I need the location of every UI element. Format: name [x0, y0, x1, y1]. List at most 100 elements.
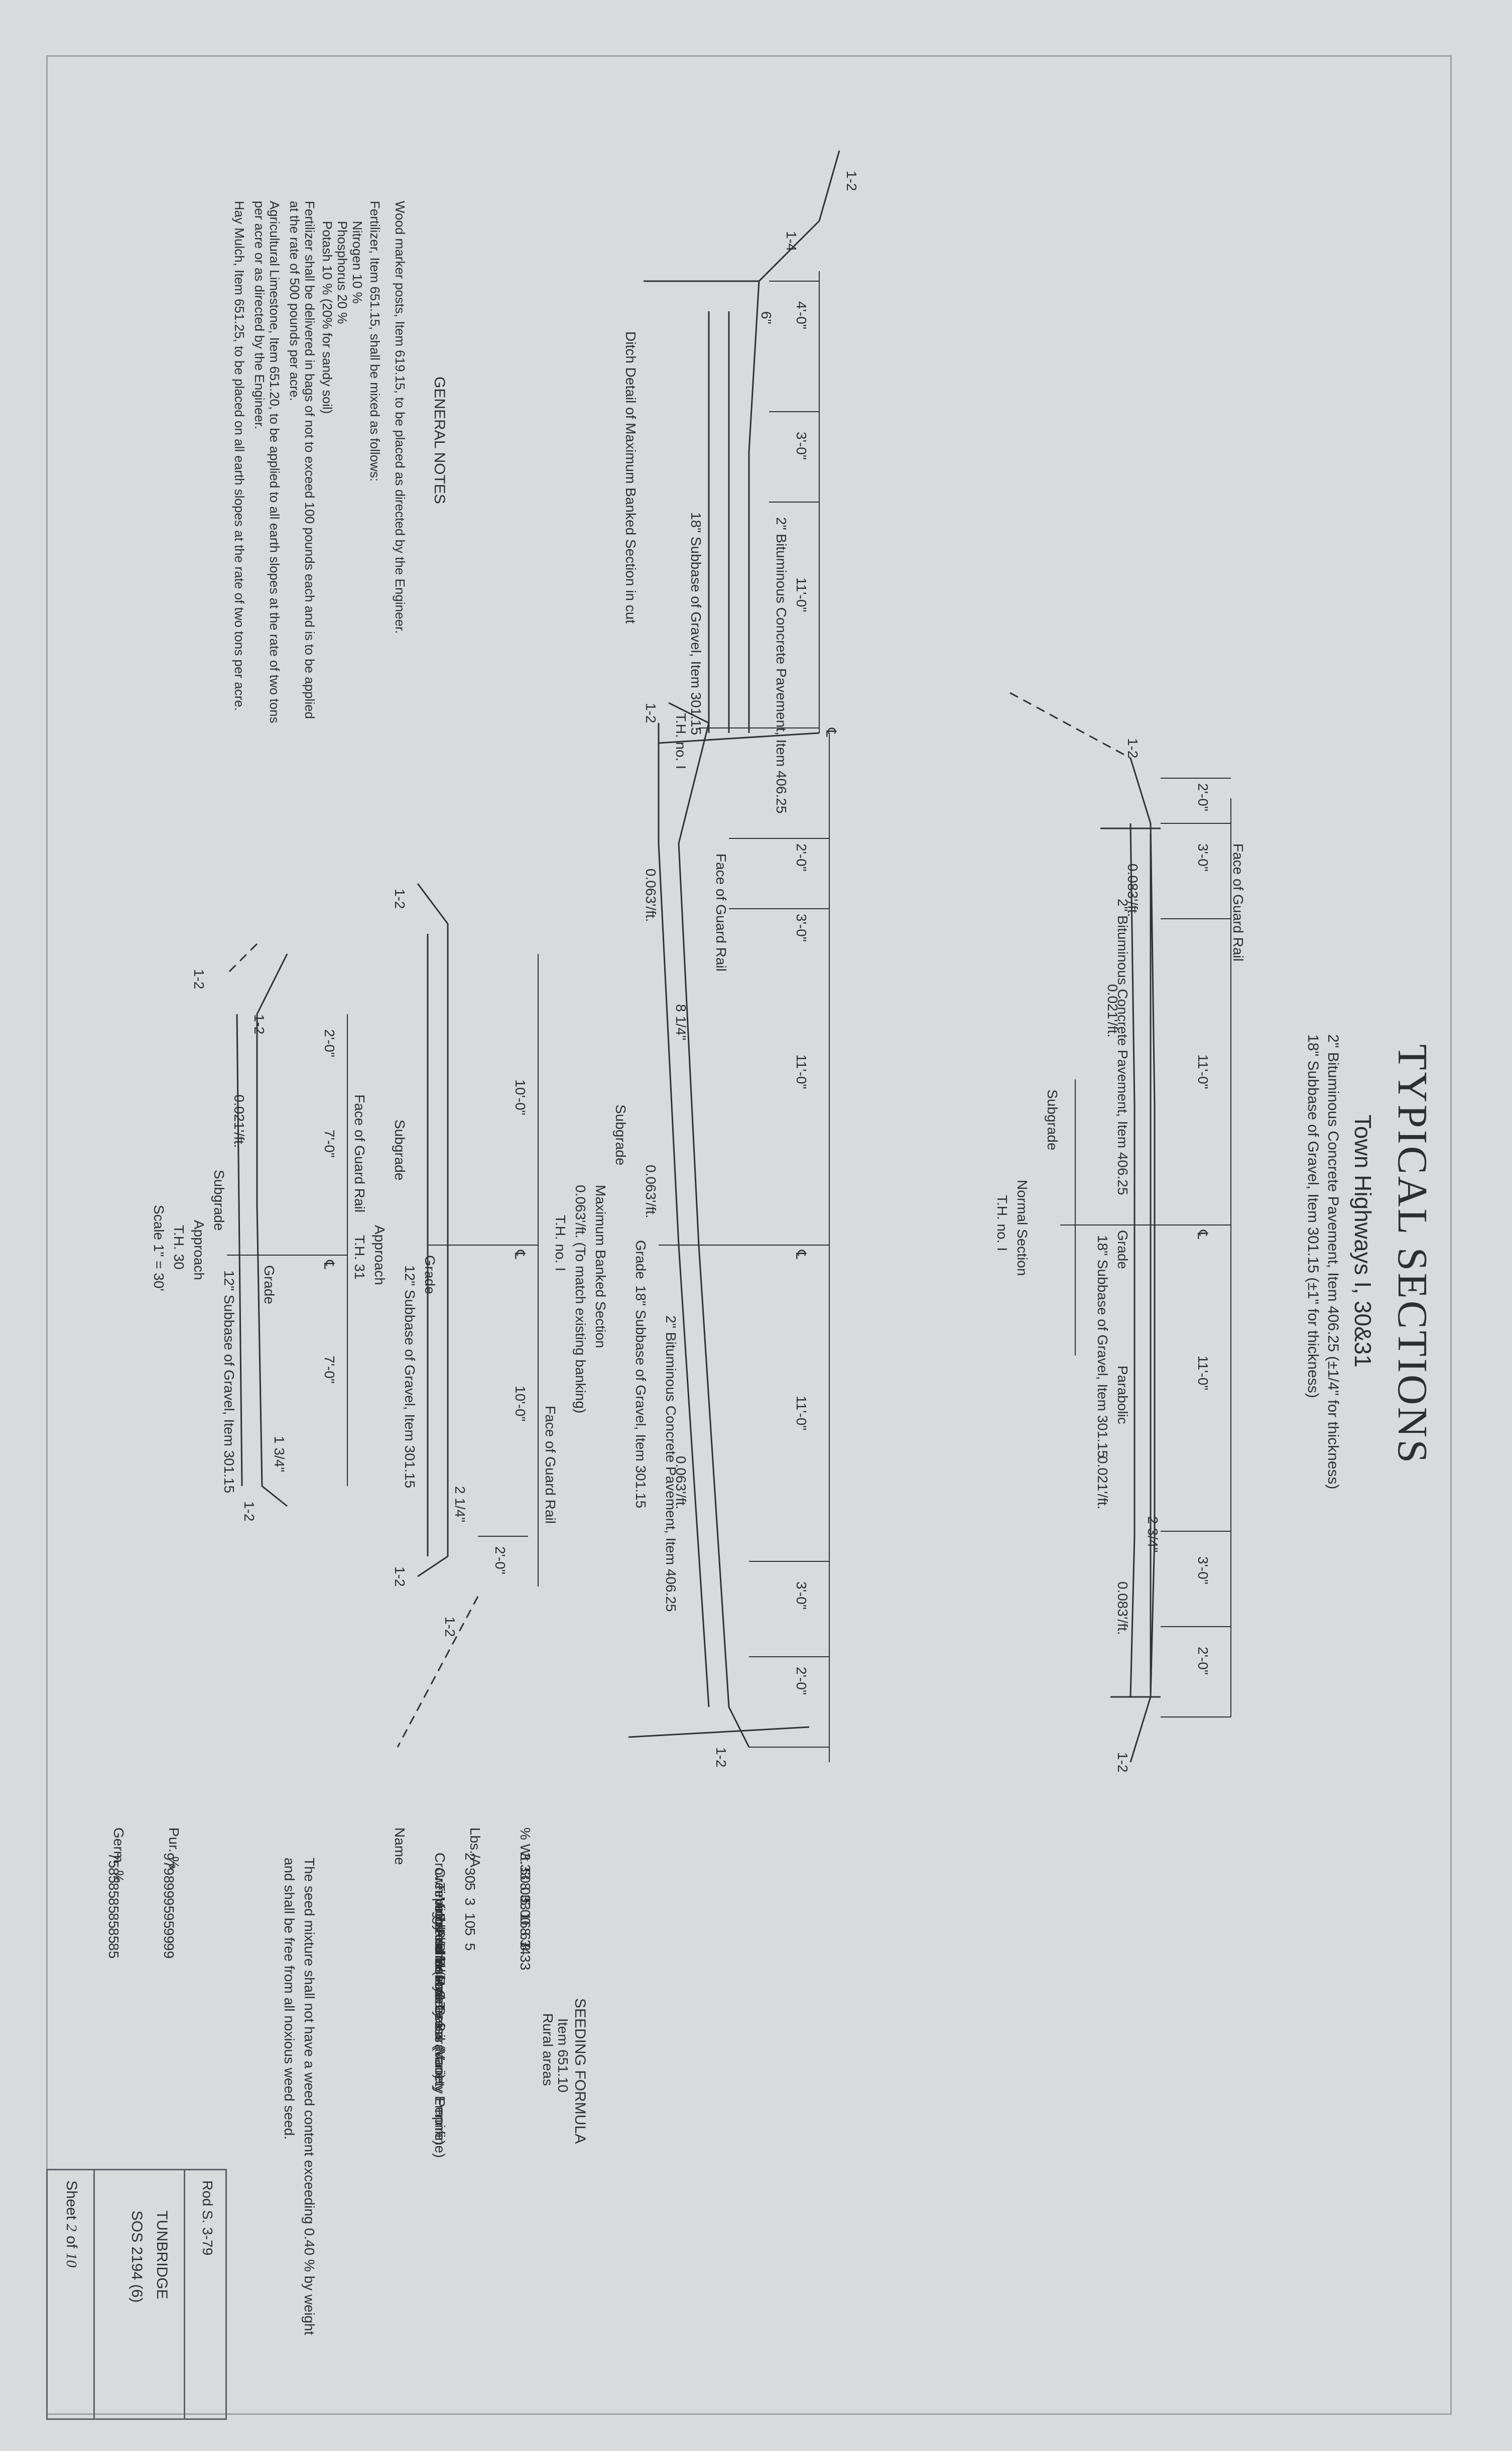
normal-subbase: 18" Subbase of Gravel, Item 301.15: [1095, 1235, 1110, 1458]
note-line: per acre or as directed by the Engineer.: [252, 201, 267, 430]
sheet-total: 10: [63, 2252, 80, 2268]
normal-depth: 2 3/4": [1145, 1516, 1161, 1553]
normal-centerline: ℄: [1195, 1230, 1210, 1239]
sheet-of: of: [63, 2236, 80, 2249]
approach31-label: Approach: [372, 1225, 388, 1285]
sheet-no: 2: [63, 2224, 80, 2232]
approach30-rate: 0.021'/ft.: [231, 1094, 247, 1148]
sheet-number: Sheet 2 of 10: [63, 2180, 80, 2267]
approach31-th: T.H. 31: [352, 1235, 367, 1280]
approach31-dim-1: 10'-0": [513, 1079, 528, 1116]
normal-slope-left: 1-2: [1125, 738, 1141, 759]
approach30-centerline: ℄: [321, 1260, 337, 1269]
normal-rate-2: 0.021'/ft.: [1105, 984, 1120, 1038]
town-name: TUNBRIDGE: [154, 2211, 170, 2299]
seed-pur: 99: [161, 1943, 177, 1959]
seeding-note-2: and shall be free from all noxious weed …: [282, 1858, 297, 2140]
seeding-item: Item 651.10: [555, 2018, 571, 2093]
normal-parabolic: Parabolic: [1115, 1366, 1130, 1424]
title-block-divider: [93, 2170, 95, 2418]
note-line: Hay Mulch, Item 651.25, to be placed on …: [232, 201, 247, 711]
note-line: Agricultural Limestone, Item 651.20, to …: [267, 201, 282, 723]
seed-pur: 99: [161, 1928, 177, 1944]
banked-slope-left: 1-2: [643, 703, 659, 723]
seed-name: Birdsfoot Trefoil (Variety Empire): [432, 1943, 448, 2145]
ditch-label: Ditch Detail of Maximum Banked Section i…: [623, 331, 639, 624]
normal-rate-1: 0.083'/ft.: [1125, 864, 1141, 917]
normal-grade: Grade: [1115, 1230, 1130, 1269]
seed-lbs: 30: [462, 1868, 478, 1884]
seed-pur: 95: [161, 1898, 177, 1914]
ditch-subbase: 18" Subbase of Gravel, Item 301.15: [688, 512, 704, 736]
seeding-note-1: The seed mixture shall not have a weed c…: [302, 1858, 317, 2336]
approach30-scale: Scale 1" = 30': [151, 1205, 167, 1291]
banked-rate-2: 0.063'/ft.: [643, 1165, 659, 1218]
seed-lbs: 3: [462, 1898, 478, 1906]
normal-dim-4: 11'-0": [1195, 1356, 1211, 1391]
approach31-slope-left: 1-2: [392, 889, 408, 909]
seeding-col-name: Name: [392, 1827, 408, 1865]
banked-slope-right: 1-2: [713, 1747, 729, 1768]
ditch-detail-lines: [644, 150, 840, 733]
banked-grade: Grade: [633, 1240, 649, 1279]
approach31-subbase: 12" Subbase of Gravel, Item 301.15: [402, 1265, 418, 1489]
normal-dim-6: 2'-0": [1195, 1647, 1211, 1675]
seed-germ: 85: [106, 1868, 121, 1884]
seeding-col-lbs: Lbs./A.: [467, 1827, 483, 1872]
approach30-grade: Grade: [262, 1265, 277, 1304]
banked-dim-5: 3'-0": [794, 1581, 809, 1610]
approach30-dim-2: 7'-0": [322, 1130, 337, 1158]
approach30-slope-right: 1-2: [241, 1501, 257, 1522]
note-line: Phosphorus 20 %: [335, 221, 350, 324]
approach31-depth: 2 1/4": [452, 1486, 468, 1523]
ditch-th: T.H. no. I: [673, 713, 689, 770]
seeding-heading: SEEDING FORMULA: [572, 1998, 588, 2144]
ditch-pavement: 2" Bituminous Concrete Pavement, Item 40…: [774, 517, 789, 814]
normal-rate-3: 0.021'/ft.: [1095, 1456, 1110, 1510]
seed-wt: 8.33: [518, 1943, 533, 1971]
approach31-subgrade: Subgrade: [392, 1120, 408, 1181]
approach31-dim-3: 2'-0": [492, 1546, 508, 1574]
ditch-small-dim: 6": [759, 311, 774, 324]
seed-germ: 85: [106, 1898, 121, 1914]
normal-rate-4: 0.083'/ft.: [1115, 1581, 1130, 1635]
note-line: Nitrogen 10 %: [350, 221, 365, 304]
note-line: Fertilizer shall be delivered in bags of…: [302, 201, 317, 719]
banked-dim-1: 2'-0": [794, 843, 809, 872]
approach30-slope-inner: 1-2: [251, 1014, 267, 1035]
normal-dim-3: 11'-0": [1195, 1054, 1211, 1089]
banked-th: T.H. no. I: [553, 1215, 568, 1272]
normal-section-th: T.H. no. I: [994, 1195, 1010, 1252]
normal-section-label: Normal Section: [1015, 1180, 1030, 1276]
approach30-dim-3: 7'-0": [322, 1356, 337, 1384]
banked-label: Maximum Banked Section: [593, 1185, 608, 1349]
seed-germ: 85: [106, 1928, 121, 1944]
normal-subgrade: Subgrade: [1045, 1089, 1060, 1151]
approach31-slope-far: 1-2: [442, 1617, 458, 1637]
seeding-area: Rural areas: [540, 2013, 556, 2086]
approach31-lines: [397, 883, 539, 1748]
normal-dim-2: 3'-0": [1195, 843, 1211, 872]
approach31-slope-right: 1-2: [392, 1566, 408, 1587]
revision-note: Rod S. 3-79: [200, 2180, 215, 2256]
approach30-depth: 1 3/4": [272, 1436, 287, 1473]
ditch-slope-b: 1-4: [784, 231, 799, 252]
approach30-face-guard: Face of Guard Rail: [352, 1094, 367, 1212]
normal-slope-right: 1-2: [1115, 1752, 1130, 1773]
general-notes-heading: GENERAL NOTES: [431, 377, 448, 504]
banked-rate-1: 0.063'/ft.: [643, 869, 659, 922]
seed-pur: 99: [161, 1883, 177, 1899]
banked-depth: 8 1/4": [673, 1004, 689, 1041]
approach30-lines: [226, 943, 348, 1507]
approach31-dim-2: 10'-0": [513, 1386, 528, 1422]
ditch-dim-2: 3'-0": [794, 432, 809, 460]
approach31-centerline: ℄: [512, 1250, 528, 1259]
approach31-grade: Grade: [422, 1255, 438, 1294]
normal-pavement-label: 2" Bituminous Concrete Pavement, Item 40…: [1115, 899, 1130, 1195]
ditch-centerline: ℄: [823, 728, 839, 737]
approach30-dim-1: 2'-0": [322, 1029, 337, 1057]
seed-pur: 98: [161, 1868, 177, 1884]
banked-dim-4: 11'-0": [794, 1396, 809, 1431]
